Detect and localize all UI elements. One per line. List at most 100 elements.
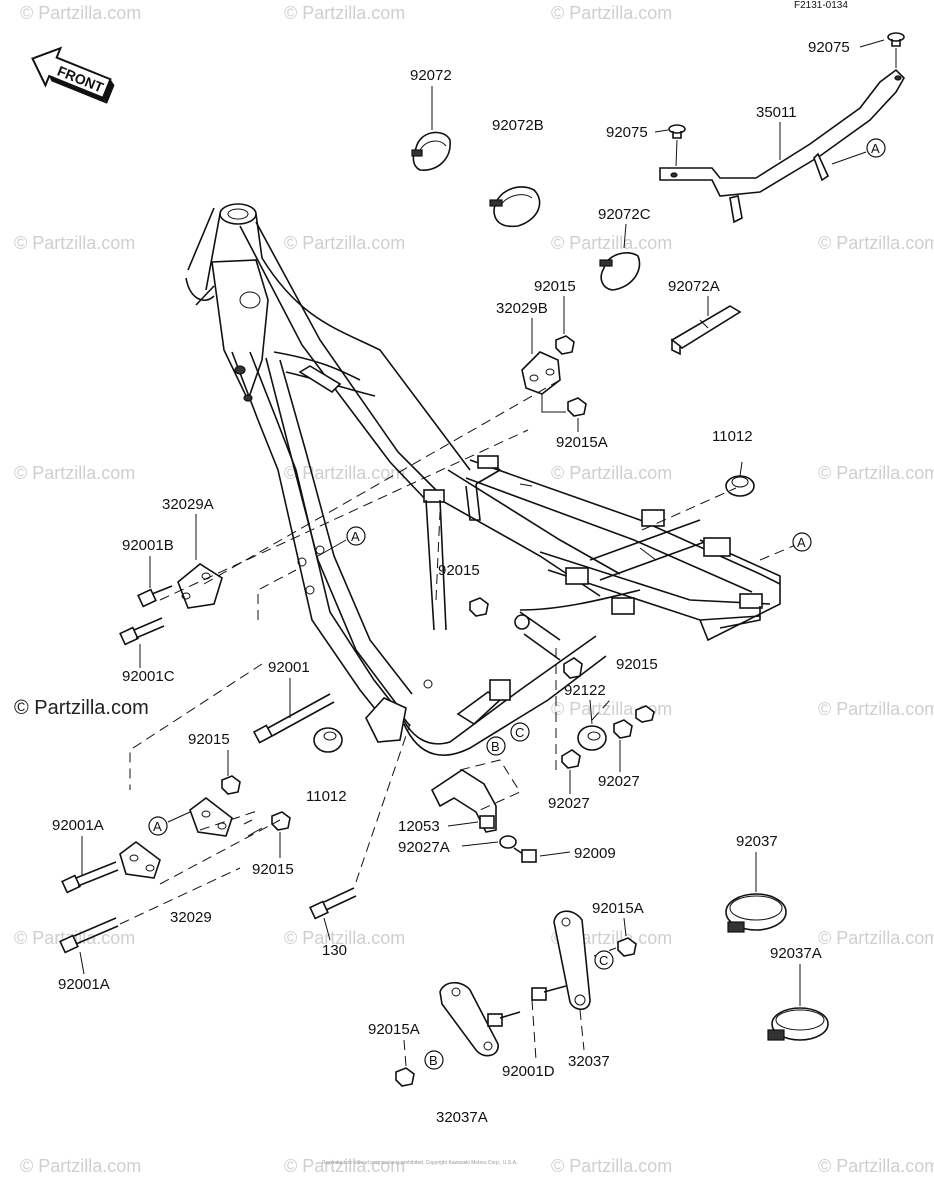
part-92075-top-plug xyxy=(887,32,905,68)
part-92072-band xyxy=(411,131,451,171)
label-92001C: 92001C xyxy=(122,668,175,685)
label-92037A: 92037A xyxy=(770,945,822,962)
part-92009-screw xyxy=(513,847,537,863)
part-130-bolt xyxy=(309,887,357,920)
watermark-prominent: © Partzilla.com xyxy=(14,697,149,719)
ref-A-marker: A xyxy=(148,811,191,836)
part-92015-nut-top xyxy=(555,335,575,355)
label-92027A: 92027A xyxy=(398,839,450,856)
watermark: © Partzilla.com xyxy=(818,699,934,719)
watermark: © Partzilla.com xyxy=(14,233,135,253)
watermark: © Partzilla.com xyxy=(20,1156,141,1176)
copyright-notice: Reproduction without permission is prohi… xyxy=(322,1160,517,1166)
part-92015-nut-left xyxy=(221,775,241,795)
label-92015-mid: 92015 xyxy=(438,562,480,579)
ref-A-marker: A xyxy=(831,138,886,165)
part-12053-guide xyxy=(430,769,497,833)
part-32037-plate xyxy=(553,910,591,1011)
label-92015A-right: 92015A xyxy=(592,900,644,917)
label-92001A-top: 92001A xyxy=(52,817,104,834)
part-32029B-bracket xyxy=(521,351,566,413)
watermark: © Partzilla.com xyxy=(818,1156,934,1176)
part-92027-nut-right xyxy=(613,719,633,739)
part-92015A-nut-mid xyxy=(567,397,587,417)
part-92027-nut-mid xyxy=(561,749,581,769)
part-92027-nut-small xyxy=(635,705,655,723)
part-92037A-clamp xyxy=(767,1007,829,1041)
label-92001D: 92001D xyxy=(502,1063,555,1080)
ref-B-marker: B xyxy=(486,736,506,756)
ref-A-label: A xyxy=(871,141,880,156)
label-92072: 92072 xyxy=(410,67,452,84)
part-32029A-bracket xyxy=(177,563,223,609)
part-92001B-bolt xyxy=(137,585,173,608)
diagram-code: F2131-0134 xyxy=(794,0,848,11)
ref-C-marker: C xyxy=(594,950,614,970)
part-92075-plug xyxy=(668,124,686,167)
part-32029-bracket xyxy=(119,796,233,879)
ref-A-marker: A xyxy=(792,532,812,552)
label-92027-right: 92027 xyxy=(598,773,640,790)
watermark: © Partzilla.com xyxy=(818,233,934,253)
label-32029A: 32029A xyxy=(162,496,214,513)
label-92072A: 92072A xyxy=(668,278,720,295)
part-92037-clamp xyxy=(725,893,787,933)
front-arrow: FRONT xyxy=(31,46,115,104)
label-92072C: 92072C xyxy=(598,206,651,223)
label-92001B: 92001B xyxy=(122,537,174,554)
label-92015-left: 92015 xyxy=(188,731,230,748)
label-92015A-left: 92015A xyxy=(368,1021,420,1038)
part-92015-nut-lower xyxy=(271,811,291,831)
part-92122-spacer xyxy=(577,725,607,751)
ref-B-label: B xyxy=(429,1053,438,1068)
ref-C-label: C xyxy=(599,953,608,968)
watermark: © Partzilla.com xyxy=(551,463,672,483)
part-92027A-washer xyxy=(499,835,517,849)
part-92015-nut-right xyxy=(563,657,583,679)
part-92001C-bolt xyxy=(119,617,165,646)
ref-A-marker: A xyxy=(317,526,366,557)
label-92027-mid: 92027 xyxy=(548,795,590,812)
part-92072B-band xyxy=(489,186,541,228)
ref-A-label: A xyxy=(797,535,806,550)
part-11012-grommet-right xyxy=(725,461,755,497)
part-11012-grommet-left xyxy=(313,727,343,753)
label-92075: 92075 xyxy=(606,124,648,141)
label-92001A-bottom: 92001A xyxy=(58,976,110,993)
leader-lines xyxy=(119,379,799,1067)
watermark: © Partzilla.com xyxy=(551,3,672,23)
label-35011: 35011 xyxy=(756,104,797,121)
label-92122: 92122 xyxy=(564,682,606,699)
ref-B-label: B xyxy=(491,739,500,754)
part-92072C-band xyxy=(599,252,641,291)
part-92015-nut-mid xyxy=(469,597,489,617)
watermark: © Partzilla.com xyxy=(14,463,135,483)
label-92075-top: 92075 xyxy=(808,39,850,56)
label-32029: 32029 xyxy=(170,909,212,926)
part-92015A-nut-left xyxy=(395,1067,415,1087)
label-92037: 92037 xyxy=(736,833,778,850)
part-92001-long-bolt xyxy=(252,693,335,744)
ref-B-marker: B xyxy=(424,1050,444,1070)
watermark: © Partzilla.com xyxy=(818,928,934,948)
label-92015-lower: 92015 xyxy=(252,861,294,878)
ref-C-marker: C xyxy=(510,722,530,742)
part-92001D-bolts xyxy=(487,985,567,1027)
watermark: © Partzilla.com xyxy=(551,233,672,253)
watermark: © Partzilla.com xyxy=(284,928,405,948)
watermark: © Partzilla.com xyxy=(284,233,405,253)
part-92001A-bolt-top xyxy=(61,861,119,894)
part-92072A-strap xyxy=(670,305,742,356)
part-35011-bracket xyxy=(659,68,905,224)
main-frame xyxy=(185,203,781,756)
watermark: © Partzilla.com xyxy=(284,463,405,483)
ref-markers: A A A A B C C B xyxy=(148,138,886,1070)
label-92015A-mid: 92015A xyxy=(556,434,608,451)
label-32037: 32037 xyxy=(568,1053,610,1070)
label-32037A: 32037A xyxy=(436,1109,488,1126)
label-92009: 92009 xyxy=(574,845,616,862)
part-92001A-bolt-bottom xyxy=(59,917,119,954)
watermark: © Partzilla.com xyxy=(818,463,934,483)
part-32037A-plate xyxy=(439,981,499,1057)
label-32029B: 32029B xyxy=(496,300,548,317)
